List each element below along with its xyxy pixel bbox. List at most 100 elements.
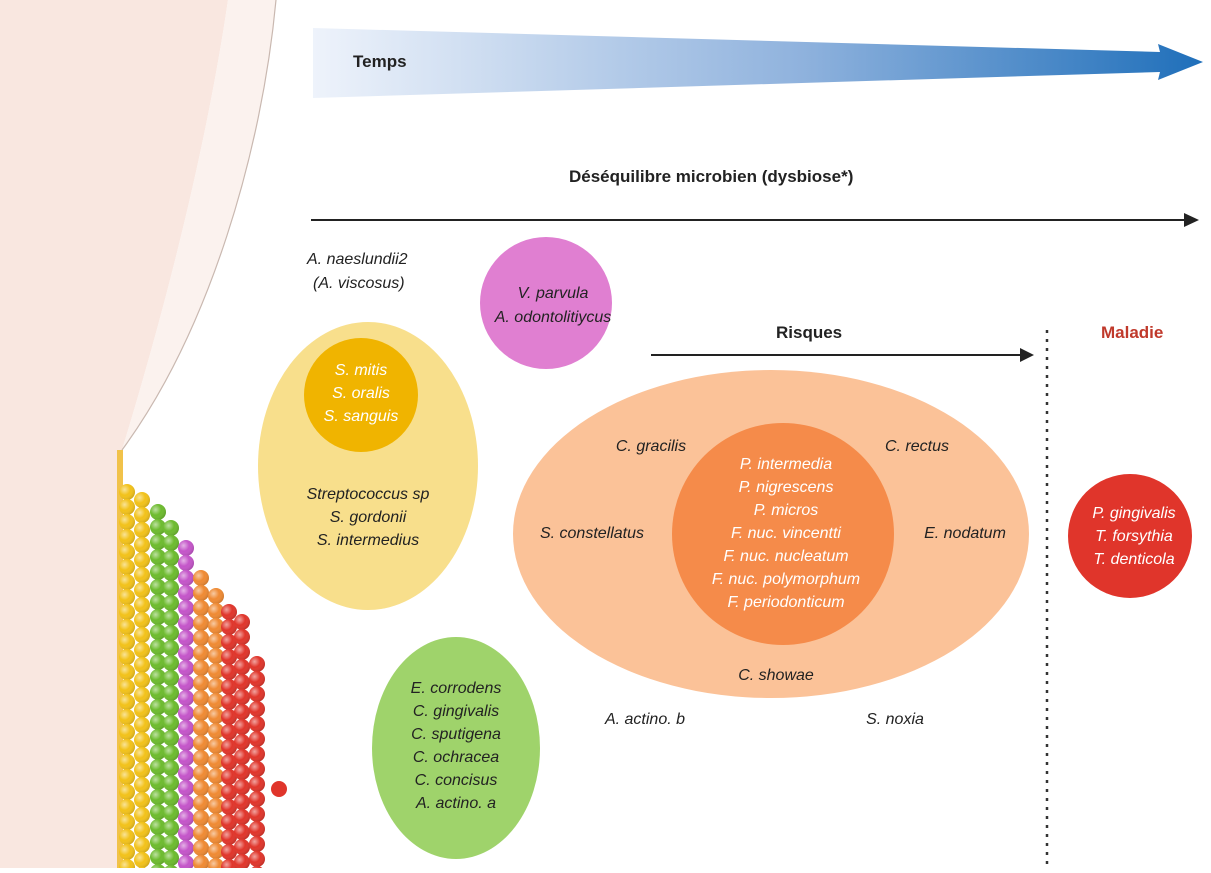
species-label: S. constellatus <box>540 525 644 542</box>
bacterium-shading <box>163 760 179 776</box>
bacterium-shading <box>163 655 179 671</box>
bacterium-shading <box>134 612 150 628</box>
bacterium-shading <box>119 754 135 770</box>
bacterium-shading <box>150 639 166 655</box>
bacterium-shading <box>163 715 179 731</box>
bacterium-shading <box>134 837 150 853</box>
dysbiosis-arrow: Déséquilibre microbien (dysbiose*) <box>311 167 1199 227</box>
gum-edge <box>122 0 276 450</box>
yellow-complex: S. mitis S. oralis S. sanguis Streptococ… <box>258 322 478 610</box>
species-label: S. intermedius <box>317 532 419 549</box>
bacterium-shading <box>249 791 265 807</box>
bacterium-shading <box>208 798 224 814</box>
bacterium-shading <box>178 750 194 766</box>
bacterium-shading <box>163 700 179 716</box>
bacterium-shading <box>221 604 237 620</box>
bacterium-shading <box>178 600 194 616</box>
species-label: S. sanguis <box>324 408 399 425</box>
species-label: A. odontolitiycus <box>494 309 612 326</box>
bacterium-shading <box>150 714 166 730</box>
bacterium-shading <box>119 574 135 590</box>
species-label: C. showae <box>738 667 814 684</box>
bacterium-shading <box>193 615 209 631</box>
bacterium-shading <box>193 780 209 796</box>
bacterium-shading <box>134 627 150 643</box>
bacterium-shading <box>119 799 135 815</box>
bacterium-shading <box>178 720 194 736</box>
bacterium-shading <box>221 829 237 845</box>
bacterium-shading <box>249 761 265 777</box>
species-label: C. gingivalis <box>413 703 499 720</box>
bacterium-shading <box>178 765 194 781</box>
bacterium-shading <box>119 844 135 860</box>
bacterium-shading <box>208 678 224 694</box>
species-label: P. nigrescens <box>739 479 834 496</box>
bacterium-shading <box>221 814 237 830</box>
bacterium-shading <box>208 723 224 739</box>
bacterium-shading <box>249 671 265 687</box>
bacterium-shading <box>134 552 150 568</box>
gum-tissue <box>0 0 228 868</box>
bacterium-shading <box>150 684 166 700</box>
bacterium-shading <box>150 624 166 640</box>
species-label: S. oralis <box>332 385 390 402</box>
bacterium-shading <box>119 484 135 500</box>
bacterium-shading <box>134 537 150 553</box>
bacterium-shading <box>134 522 150 538</box>
bacterium-shading <box>249 836 265 852</box>
bacterium-shading <box>163 775 179 791</box>
bacterium-shading <box>150 819 166 835</box>
bacterium-shading <box>134 567 150 583</box>
bacterium-shading <box>119 694 135 710</box>
bacterium-shading <box>234 854 250 870</box>
bacterium-shading <box>234 629 250 645</box>
risks-arrow: Risques <box>651 323 1034 362</box>
species-label: F. nuc. nucleatum <box>723 548 848 565</box>
dysbiosis-label: Déséquilibre microbien (dysbiose*) <box>569 167 853 186</box>
species-label: P. gingivalis <box>1092 505 1175 522</box>
bacterium-shading <box>234 689 250 705</box>
bacterium-shading <box>119 709 135 725</box>
bacterium-shading <box>163 730 179 746</box>
bacterium-shading <box>193 750 209 766</box>
bacterium-shading <box>193 645 209 661</box>
species-label: F. nuc. vincentti <box>731 525 841 542</box>
actinomyces-group: A. naeslundii2 (A. viscosus) <box>306 251 408 292</box>
red-complex: P. gingivalis T. forsythia T. denticola <box>1068 474 1192 598</box>
bacterium-shading <box>221 739 237 755</box>
bacterium-shading <box>163 820 179 836</box>
bacterium-shading <box>163 595 179 611</box>
bacterium-shading <box>134 762 150 778</box>
red-circle <box>1068 474 1192 598</box>
species-label: S. noxia <box>866 711 924 728</box>
bacterium-shading <box>150 834 166 850</box>
bacterium-shading <box>134 672 150 688</box>
bacterium-shading <box>150 699 166 715</box>
bacterium-shading <box>249 716 265 732</box>
bacterium-shading <box>208 663 224 679</box>
bacterium-shading <box>249 746 265 762</box>
species-label: (A. viscosus) <box>313 275 405 292</box>
bacterium-shading <box>134 852 150 868</box>
bacterium-shading <box>193 675 209 691</box>
bacterium-shading <box>150 579 166 595</box>
bacterium-shading <box>234 704 250 720</box>
bacterium-shading <box>178 810 194 826</box>
bacterium-shading <box>234 659 250 675</box>
bacterium-shading <box>178 705 194 721</box>
green-ellipse <box>372 637 540 859</box>
bacterium-shading <box>221 754 237 770</box>
bacterium-shading <box>178 570 194 586</box>
bacterium-shading <box>193 765 209 781</box>
bacterium-shading <box>150 504 166 520</box>
species-label: F. nuc. polymorphum <box>712 571 860 588</box>
bacterium-shading <box>119 814 135 830</box>
bacterium-shading <box>119 679 135 695</box>
bacterium-shading <box>193 705 209 721</box>
bacterium-shading <box>221 724 237 740</box>
species-label: C. sputigena <box>411 726 501 743</box>
bacterium-shading <box>163 550 179 566</box>
bacterium-shading <box>119 589 135 605</box>
species-label: C. concisus <box>415 772 498 789</box>
bacterium-shading <box>163 805 179 821</box>
